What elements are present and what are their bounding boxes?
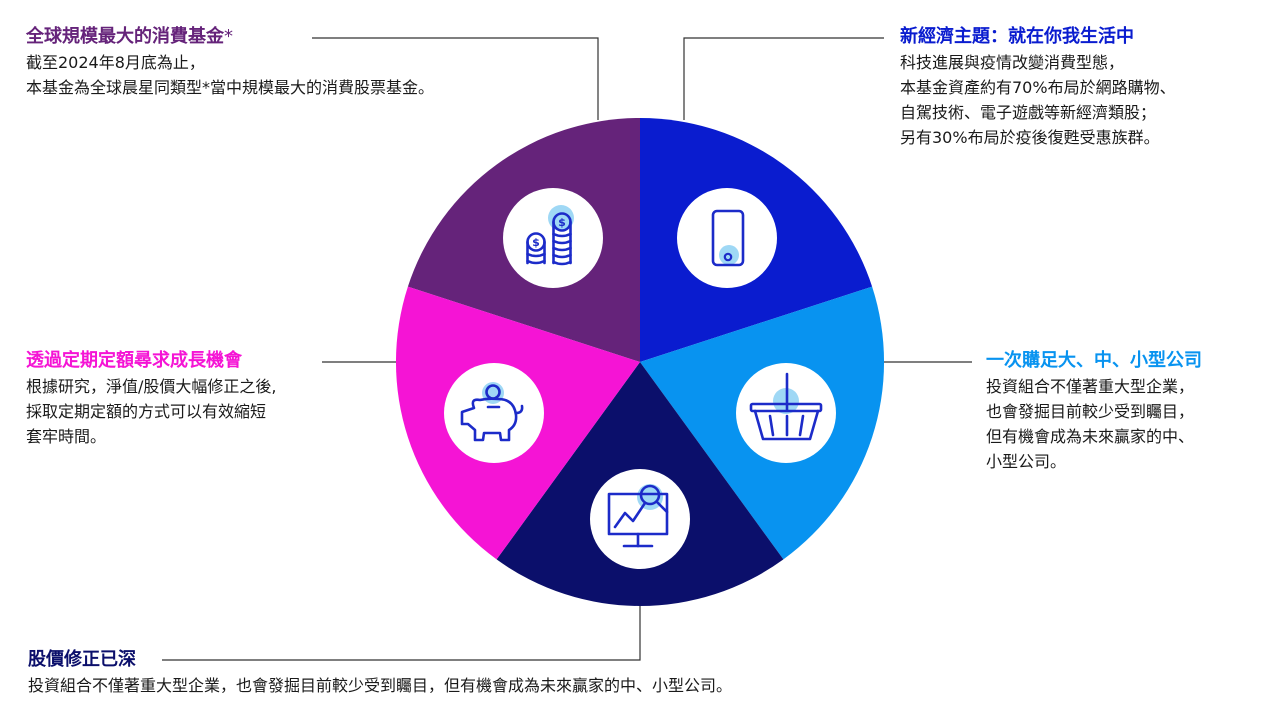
body-line-middle-left-3: 套牢時間。 xyxy=(26,427,107,446)
heading-middle-right: 一次購足大、中、小型公司 xyxy=(986,350,1202,371)
icon-circle-piggy xyxy=(444,363,544,463)
heading-bottom: 股價修正已深 xyxy=(28,649,136,670)
leader-line-top-left xyxy=(312,37,599,120)
body-line-top-left-2: 本基金為全球晨星同類型*當中規模最大的消費股票基金。 xyxy=(26,78,435,97)
heading-middle-left: 透過定期定額尋求成長機會 xyxy=(26,350,242,371)
block-top-right: 新經濟主題：就在你我生活中 科技進展與疫情改變消費型態， 本基金資產約有70%布… xyxy=(900,24,1176,150)
body-line-middle-left-1: 根據研究，淨值/股價大幅修正之後, xyxy=(26,377,277,396)
body-line-middle-right-4: 小型公司。 xyxy=(986,452,1067,471)
body-line-middle-right-2: 也會發掘目前較少受到矚目， xyxy=(986,402,1195,421)
smartphone-icon xyxy=(711,209,745,267)
heading-top-right: 新經濟主題：就在你我生活中 xyxy=(900,26,1134,47)
icon-circle-smartphone xyxy=(677,188,777,288)
body-line-top-right-3: 自駕技術、電子遊戲等新經濟類股； xyxy=(900,103,1157,122)
body-line-middle-right-1: 投資組合不僅著重大型企業， xyxy=(986,377,1195,396)
block-middle-right: 一次購足大、中、小型公司 投資組合不僅著重大型企業， 也會發掘目前較少受到矚目，… xyxy=(986,348,1202,474)
body-line-middle-left-2: 採取定期定額的方式可以有效縮短 xyxy=(26,402,267,421)
heading-top-left: 全球規模最大的消費基金* xyxy=(26,26,233,47)
block-middle-left: 透過定期定額尋求成長機會 根據研究，淨值/股價大幅修正之後, 採取定期定額的方式… xyxy=(26,348,276,449)
body-line-middle-right-3: 但有機會成為未來贏家的中、 xyxy=(986,427,1195,446)
body-line-top-right-1: 科技進展與疫情改變消費型態， xyxy=(900,53,1125,72)
coins-icon: $ $ xyxy=(526,205,574,266)
heading-star: * xyxy=(224,26,233,47)
svg-text:$: $ xyxy=(558,216,566,229)
piggy-bank-icon xyxy=(460,382,524,442)
leader-line-top-right xyxy=(683,37,884,120)
shopping-basket-icon xyxy=(749,372,823,441)
body-line-bottom-1: 投資組合不僅著重大型企業，也會發掘目前較少受到矚目，但有機會成為未來贏家的中、小… xyxy=(28,676,733,695)
body-line-top-right-2: 本基金資產約有70%布局於網路購物、 xyxy=(900,78,1176,97)
chart-monitor-search-icon xyxy=(607,484,669,548)
leader-line-bottom xyxy=(162,606,641,661)
body-line-top-right-4: 另有30%布局於疫後復甦受惠族群。 xyxy=(900,128,1160,147)
block-bottom: 股價修正已深 投資組合不僅著重大型企業，也會發掘目前較少受到矚目，但有機會成為未… xyxy=(28,647,732,698)
body-line-top-left-1: 截至2024年8月底為止， xyxy=(26,53,205,72)
svg-text:$: $ xyxy=(532,236,540,249)
block-top-left: 全球規模最大的消費基金* 截至2024年8月底為止， 本基金為全球晨星同類型*當… xyxy=(26,24,434,100)
icon-circle-chart xyxy=(590,469,690,569)
